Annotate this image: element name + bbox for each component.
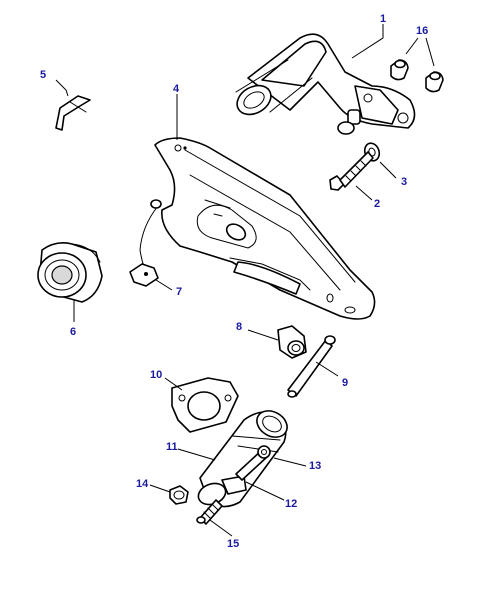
callout-15: 15 bbox=[227, 538, 239, 550]
part-6-release-bearing bbox=[37, 242, 103, 303]
part-16-bushes bbox=[390, 59, 444, 93]
callout-3: 3 bbox=[401, 176, 407, 188]
callout-5: 5 bbox=[40, 69, 46, 81]
callout-8: 8 bbox=[236, 321, 242, 333]
callout-9: 9 bbox=[342, 377, 348, 389]
part-15-bleed-screw bbox=[196, 499, 223, 525]
callout-14: 14 bbox=[136, 478, 149, 490]
callout-11: 11 bbox=[166, 441, 178, 453]
callout-1: 1 bbox=[380, 13, 386, 25]
part-5-spring-clip bbox=[55, 95, 91, 131]
part-11-slave-cylinder bbox=[197, 410, 288, 508]
callout-4: 4 bbox=[173, 83, 180, 95]
callout-2: 2 bbox=[374, 198, 380, 210]
part-7-retainer bbox=[129, 199, 162, 287]
part-1-pivot-shaft-bracket bbox=[235, 33, 416, 135]
callout-7: 7 bbox=[176, 286, 182, 298]
callout-6: 6 bbox=[70, 326, 76, 338]
callout-12: 12 bbox=[285, 498, 297, 510]
callout-13: 13 bbox=[309, 460, 321, 472]
callout-16: 16 bbox=[416, 25, 428, 37]
part-14-nut bbox=[169, 485, 189, 505]
part-10-gasket bbox=[171, 377, 239, 433]
part-2-bolt bbox=[329, 151, 374, 191]
part-4-release-lever bbox=[154, 137, 376, 320]
leader-lines bbox=[55, 24, 435, 537]
part-9-pivot-pin bbox=[287, 335, 336, 398]
part-8-pivot-block bbox=[277, 325, 307, 359]
callout-10: 10 bbox=[150, 369, 162, 381]
callout-labels: 1 2 3 4 5 6 7 8 9 10 11 12 13 14 15 16 bbox=[40, 13, 428, 550]
